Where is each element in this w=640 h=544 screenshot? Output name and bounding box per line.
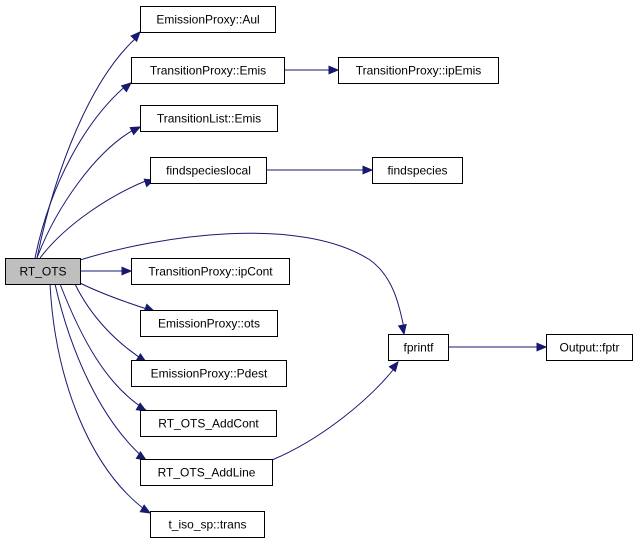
edge-tp_emis-to-tp_ipemis — [284, 65, 340, 75]
node-box — [140, 410, 277, 437]
node-pdest[interactable]: EmissionProxy::Pdest — [131, 360, 287, 387]
node-box — [140, 105, 278, 132]
node-label: TransitionProxy::Emis — [150, 64, 266, 78]
node-label: findspecieslocal — [166, 164, 251, 178]
node-box — [338, 57, 499, 84]
edge-arrowhead — [362, 165, 374, 175]
node-label: EmissionProxy::Aul — [156, 13, 259, 27]
node-box — [140, 459, 273, 486]
node-findspecieslocal[interactable]: findspecieslocal — [150, 157, 267, 184]
edge-root-to-fprintf — [79, 232, 407, 336]
edge-root-to-aul — [36, 31, 141, 259]
node-ots[interactable]: EmissionProxy::ots — [140, 310, 278, 337]
edge-line — [74, 283, 146, 362]
edge-root-to-trans — [49, 283, 152, 514]
edge-root-to-addcont — [59, 283, 148, 412]
edge-line — [271, 364, 398, 461]
edge-line — [39, 179, 149, 259]
node-label: TransitionProxy::ipCont — [148, 265, 273, 279]
edge-arrowhead — [135, 451, 148, 461]
node-label: RT_OTS_AddLine — [158, 466, 256, 480]
edge-root-to-tl_emis — [36, 126, 142, 259]
node-label: findspecies — [387, 164, 447, 178]
edges-layer — [34, 31, 548, 514]
node-aul[interactable]: EmissionProxy::Aul — [140, 6, 276, 33]
edge-line — [36, 37, 137, 259]
node-box — [140, 6, 276, 33]
node-box — [150, 511, 265, 538]
edge-line — [34, 83, 129, 259]
edge-arrowhead — [121, 266, 133, 276]
nodes-layer: RT_OTS EmissionProxy::AulTransitionProxy:… — [5, 6, 633, 538]
node-tp-ipemis[interactable]: TransitionProxy::ipEmis — [338, 57, 499, 84]
node-box — [5, 258, 81, 285]
edge-findspecieslocal-to-findspecies — [266, 165, 374, 175]
node-box — [131, 360, 287, 387]
edge-root-to-tp_ipcont — [80, 266, 133, 276]
edge-arrowhead — [129, 126, 142, 136]
node-label: TransitionList::Emis — [157, 112, 261, 126]
edge-line — [54, 283, 146, 460]
edge-root-to-ots — [79, 282, 156, 313]
edge-line — [36, 127, 138, 259]
node-addline[interactable]: RT_OTS_AddLine — [140, 459, 273, 486]
edge-line — [79, 282, 151, 311]
node-box — [388, 334, 449, 361]
node-label: EmissionProxy::Pdest — [151, 367, 268, 381]
node-box — [140, 310, 278, 337]
node-fptr[interactable]: Output::fptr — [546, 334, 633, 361]
edge-arrowhead — [388, 360, 399, 373]
edge-line — [59, 283, 147, 411]
edge-arrowhead — [120, 82, 132, 93]
node-label: fprintf — [403, 341, 434, 355]
node-fprintf[interactable]: fprintf — [388, 334, 449, 361]
edge-arrowhead — [328, 65, 340, 75]
edge-line — [79, 232, 405, 329]
edge-root-to-findspecieslocal — [39, 178, 156, 259]
node-addcont[interactable]: RT_OTS_AddCont — [140, 410, 277, 437]
node-box — [546, 334, 633, 361]
node-label: RT_OTS_AddCont — [158, 417, 259, 431]
node-findspecies[interactable]: findspecies — [372, 157, 463, 184]
node-box — [372, 157, 463, 184]
node-root[interactable]: RT_OTS — [5, 258, 81, 285]
node-label: EmissionProxy::ots — [158, 317, 260, 331]
edge-arrowhead — [536, 342, 548, 352]
node-label: RT_OTS — [19, 265, 66, 279]
edge-arrowhead — [130, 31, 141, 43]
node-label: Output::fptr — [559, 341, 619, 355]
node-label: t_iso_sp::trans — [168, 518, 246, 532]
edge-line — [49, 283, 149, 513]
edge-fprintf-to-fptr — [448, 342, 548, 352]
edge-arrowhead — [139, 504, 152, 514]
node-tl-emis[interactable]: TransitionList::Emis — [140, 105, 278, 132]
node-trans[interactable]: t_iso_sp::trans — [150, 511, 265, 538]
node-box — [131, 258, 290, 285]
node-box — [131, 57, 285, 84]
node-box — [150, 157, 267, 184]
node-tp-emis[interactable]: TransitionProxy::Emis — [131, 57, 285, 84]
edge-addline-to-fprintf — [271, 360, 399, 461]
node-label: TransitionProxy::ipEmis — [356, 64, 482, 78]
edge-arrowhead — [397, 323, 407, 336]
node-tp-ipcont[interactable]: TransitionProxy::ipCont — [131, 258, 290, 285]
edge-root-to-tp_emis — [34, 82, 132, 259]
